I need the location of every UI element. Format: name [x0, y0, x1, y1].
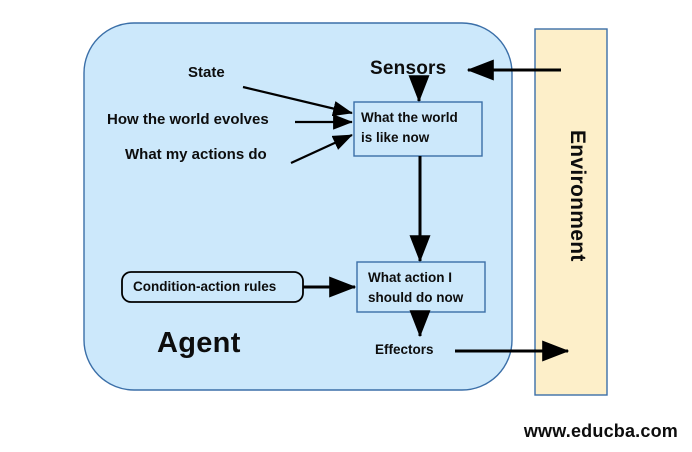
arrow-state-to-world-box	[242, 85, 353, 117]
box-label-what-the-world-is-like-now: What the world is like now	[361, 108, 458, 147]
watermark: www.educba.com	[523, 421, 678, 441]
environment-shape	[534, 28, 608, 396]
sensors-label: Sensors	[370, 58, 447, 79]
input-label-what-my-actions-do: What my actions do	[125, 146, 267, 163]
box-what-action-i-should-do-now	[356, 261, 486, 313]
box-label-line-2: should do now	[368, 289, 464, 305]
environment-label: Environment	[566, 130, 589, 262]
box-label-line-1: What action I	[368, 270, 452, 285]
box-label-line-1: What the world	[361, 110, 458, 125]
box-label-line-2: is like now	[361, 129, 430, 145]
input-label-state: State	[188, 64, 225, 81]
arrow-actions-to-world-box	[290, 134, 353, 164]
box-label-what-action-i-should-do-now: What action I should do now	[368, 268, 463, 307]
condition-action-rules-label: Condition-action rules	[133, 279, 277, 294]
agent-label: Agent	[157, 327, 241, 359]
input-label-how-the-world-evolves: How the world evolves	[107, 111, 269, 128]
agent-shape	[83, 22, 513, 391]
effectors-label: Effectors	[375, 342, 434, 357]
